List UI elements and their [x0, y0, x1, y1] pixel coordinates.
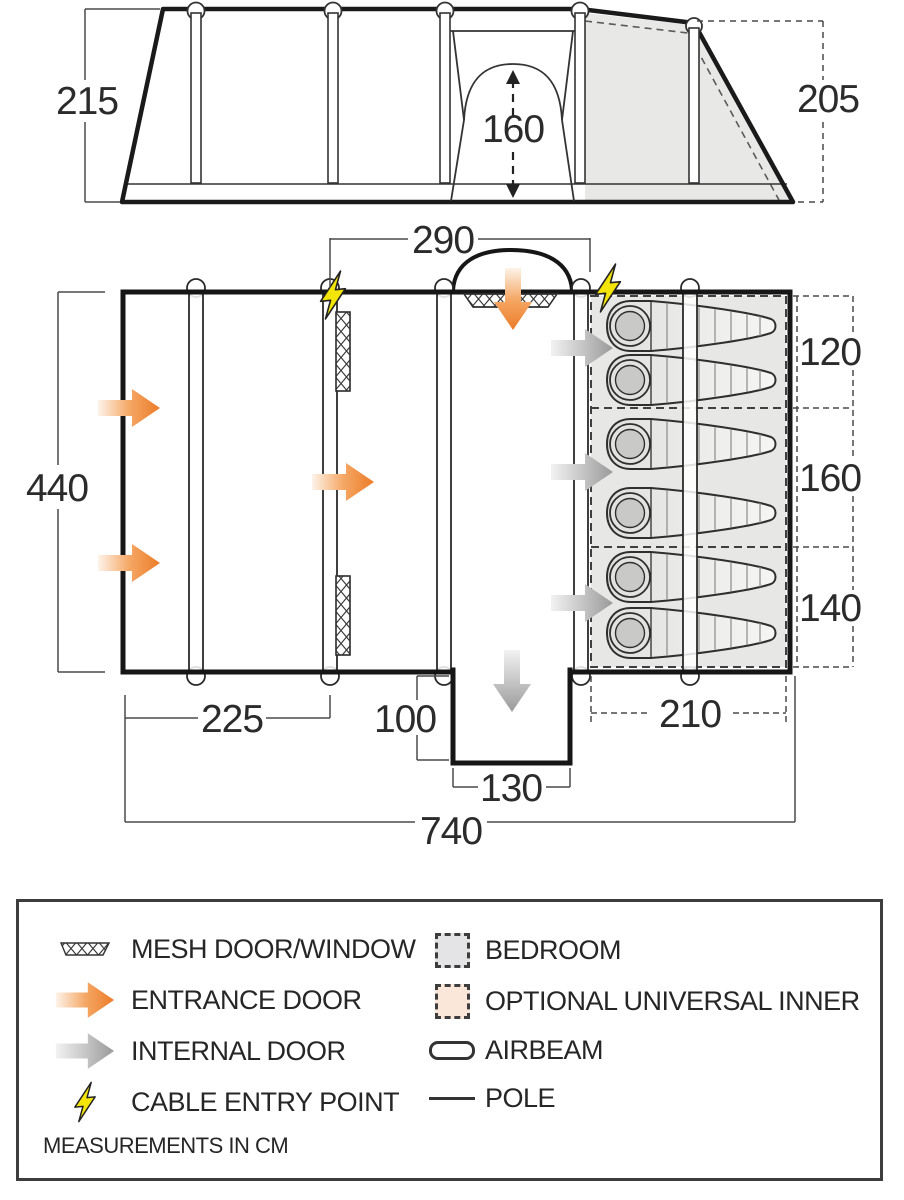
bedroom-swatch: [429, 932, 475, 968]
elevation-height-right-label: 205: [797, 78, 859, 121]
elevation-outline: [119, 6, 796, 205]
legend-label: CABLE ENTRY POINT: [131, 1086, 400, 1117]
mesh-panels: [335, 293, 559, 656]
front-width-label: 290: [412, 219, 474, 262]
side-depth-label: 440: [26, 467, 88, 510]
elevation-height-left-label: 215: [56, 80, 118, 123]
legend-item-airbeam: AIRBEAM: [429, 1032, 604, 1068]
optional-inner-swatch: [429, 983, 475, 1019]
elevation-rear-bedroom-shading: [585, 13, 791, 201]
elevation-poles: [186, 1, 703, 184]
airbeam-tubes: [188, 294, 698, 670]
mesh-internal-lower: [335, 575, 351, 656]
measurements-note: MEASUREMENTS IN CM: [43, 1133, 289, 1158]
total-width-label: 740: [420, 810, 482, 853]
door-height-dimension: 160: [482, 70, 545, 198]
tent-drawings: 160 215 205: [26, 1, 862, 853]
tent-walls: [120, 289, 793, 766]
mesh-door-window-icon: [55, 941, 115, 957]
front-door-canopy-arch: [451, 247, 574, 291]
bedroom-section-label: 140: [799, 587, 861, 630]
legend-label: BEDROOM: [485, 934, 622, 965]
legend-item-optional-inner: OPTIONAL UNIVERSAL INNER: [429, 983, 860, 1019]
legend-item-cable: CABLE ENTRY POINT: [55, 1081, 400, 1123]
pole-icon: [429, 1096, 475, 1100]
mesh-internal-upper: [335, 311, 351, 392]
airbeam-icon: [429, 1040, 475, 1060]
legend-item-mesh: MESH DOOR/WINDOW: [55, 931, 416, 967]
entrance-door-arrow-icon: [55, 980, 115, 1020]
legend-item-internal: INTERNAL DOOR: [55, 1033, 346, 1069]
cable-entry-lightning-icon: [55, 1081, 115, 1123]
porch-width-label: 130: [480, 767, 542, 810]
door-height-label: 160: [482, 108, 544, 151]
bedroom-section-label: 160: [799, 457, 861, 500]
legend-label: ENTRANCE DOOR: [131, 984, 362, 1015]
living-width-label: 225: [201, 698, 263, 741]
legend-label: MESH DOOR/WINDOW: [131, 933, 416, 964]
legend-label: AIRBEAM: [485, 1034, 604, 1065]
elevation-height-right-dimension: [697, 20, 824, 203]
bedroom-width-label: 210: [659, 693, 721, 736]
legend-label: POLE: [485, 1082, 556, 1113]
floor-plan: 290 440 120 160 140 225 100 130 210 740: [26, 219, 862, 853]
legend-item-bedroom: BEDROOM: [429, 932, 622, 968]
elevation-height-left-dimension: [84, 8, 160, 203]
legend-box: MESH DOOR/WINDOW ENTRANCE DOOR INTERNAL …: [16, 899, 883, 1181]
legend-label: INTERNAL DOOR: [131, 1035, 346, 1066]
porch-depth-label: 100: [374, 698, 436, 741]
side-elevation: 160 215 205: [56, 1, 860, 205]
internal-door-arrow-icon: [55, 1031, 115, 1071]
dimension-lines-dashed: [590, 295, 854, 726]
legend-label: OPTIONAL UNIVERSAL INNER: [485, 985, 860, 1016]
elevation-inner-tent-dashed: [584, 20, 780, 201]
porch-extension-walls: [450, 667, 573, 766]
legend-item-entrance: ENTRANCE DOOR: [55, 982, 362, 1018]
bedroom-section-label: 120: [799, 331, 861, 374]
entrance-door-arrows: [98, 268, 532, 582]
legend-item-pole: POLE: [429, 1080, 556, 1116]
elevation-door: [450, 30, 575, 202]
dimension-lines: [57, 238, 796, 823]
